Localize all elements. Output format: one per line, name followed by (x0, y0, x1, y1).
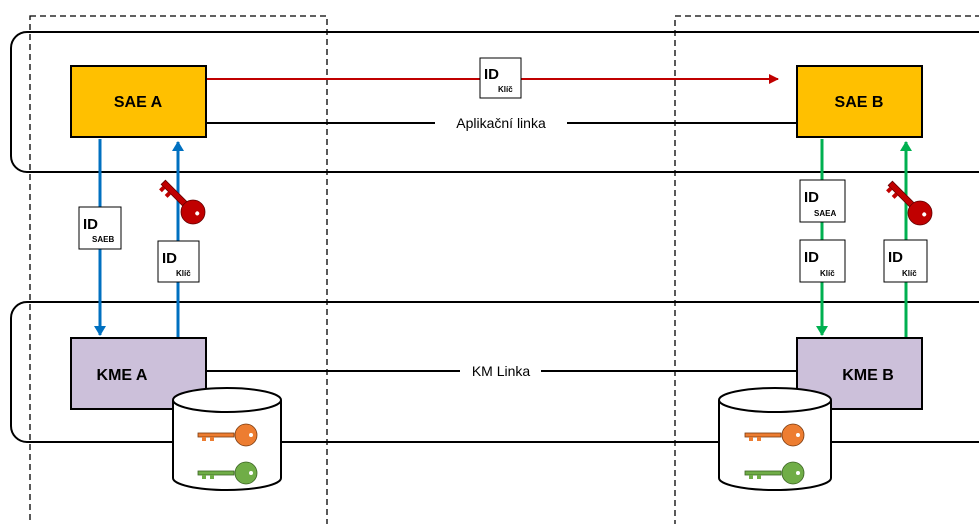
sae-b-label: SAE B (835, 94, 884, 111)
key-icon (159, 179, 206, 225)
green-key-icon (744, 461, 805, 485)
id-tag-right-up: ID Klíč (883, 239, 928, 283)
orange-key-icon (744, 423, 805, 447)
database-icon (718, 387, 832, 491)
id-tag-top: ID Klíč (479, 57, 522, 99)
sae-a-node: SAE A (70, 65, 207, 138)
svg-text:Klíč: Klíč (820, 269, 835, 278)
km-link-label: KM Linka (472, 363, 531, 379)
id-tag-right-down-2: ID Klíč (799, 239, 846, 283)
svg-text:ID: ID (804, 189, 819, 206)
site-b-zone (674, 15, 979, 524)
site-a-zone (29, 15, 328, 524)
svg-text:Klíč: Klíč (498, 85, 513, 94)
kme-a-label: KME A (97, 367, 148, 384)
sae-a-label: SAE A (114, 94, 163, 111)
svg-text:SAEB: SAEB (92, 235, 114, 244)
svg-text:SAEA: SAEA (814, 209, 836, 218)
svg-text:ID: ID (83, 216, 98, 233)
application-layer (10, 31, 979, 173)
application-link-label: Aplikační linka (456, 115, 546, 131)
key-management-layer (10, 301, 979, 443)
key-icon (886, 180, 933, 226)
svg-text:ID: ID (484, 66, 499, 83)
id-tag-left-up: ID Klíč (157, 240, 200, 283)
svg-text:Klíč: Klíč (902, 269, 917, 278)
svg-text:ID: ID (162, 250, 177, 267)
database-icon (172, 387, 282, 491)
svg-text:Klíč: Klíč (176, 269, 191, 278)
svg-text:ID: ID (888, 249, 903, 266)
orange-key-icon (197, 423, 258, 447)
id-tag-left-down: ID SAEB (78, 206, 122, 250)
svg-text:ID: ID (804, 249, 819, 266)
green-key-icon (197, 461, 258, 485)
kme-b-label: KME B (842, 367, 894, 384)
id-tag-right-down-1: ID SAEA (799, 179, 846, 223)
sae-b-node: SAE B (796, 65, 923, 138)
